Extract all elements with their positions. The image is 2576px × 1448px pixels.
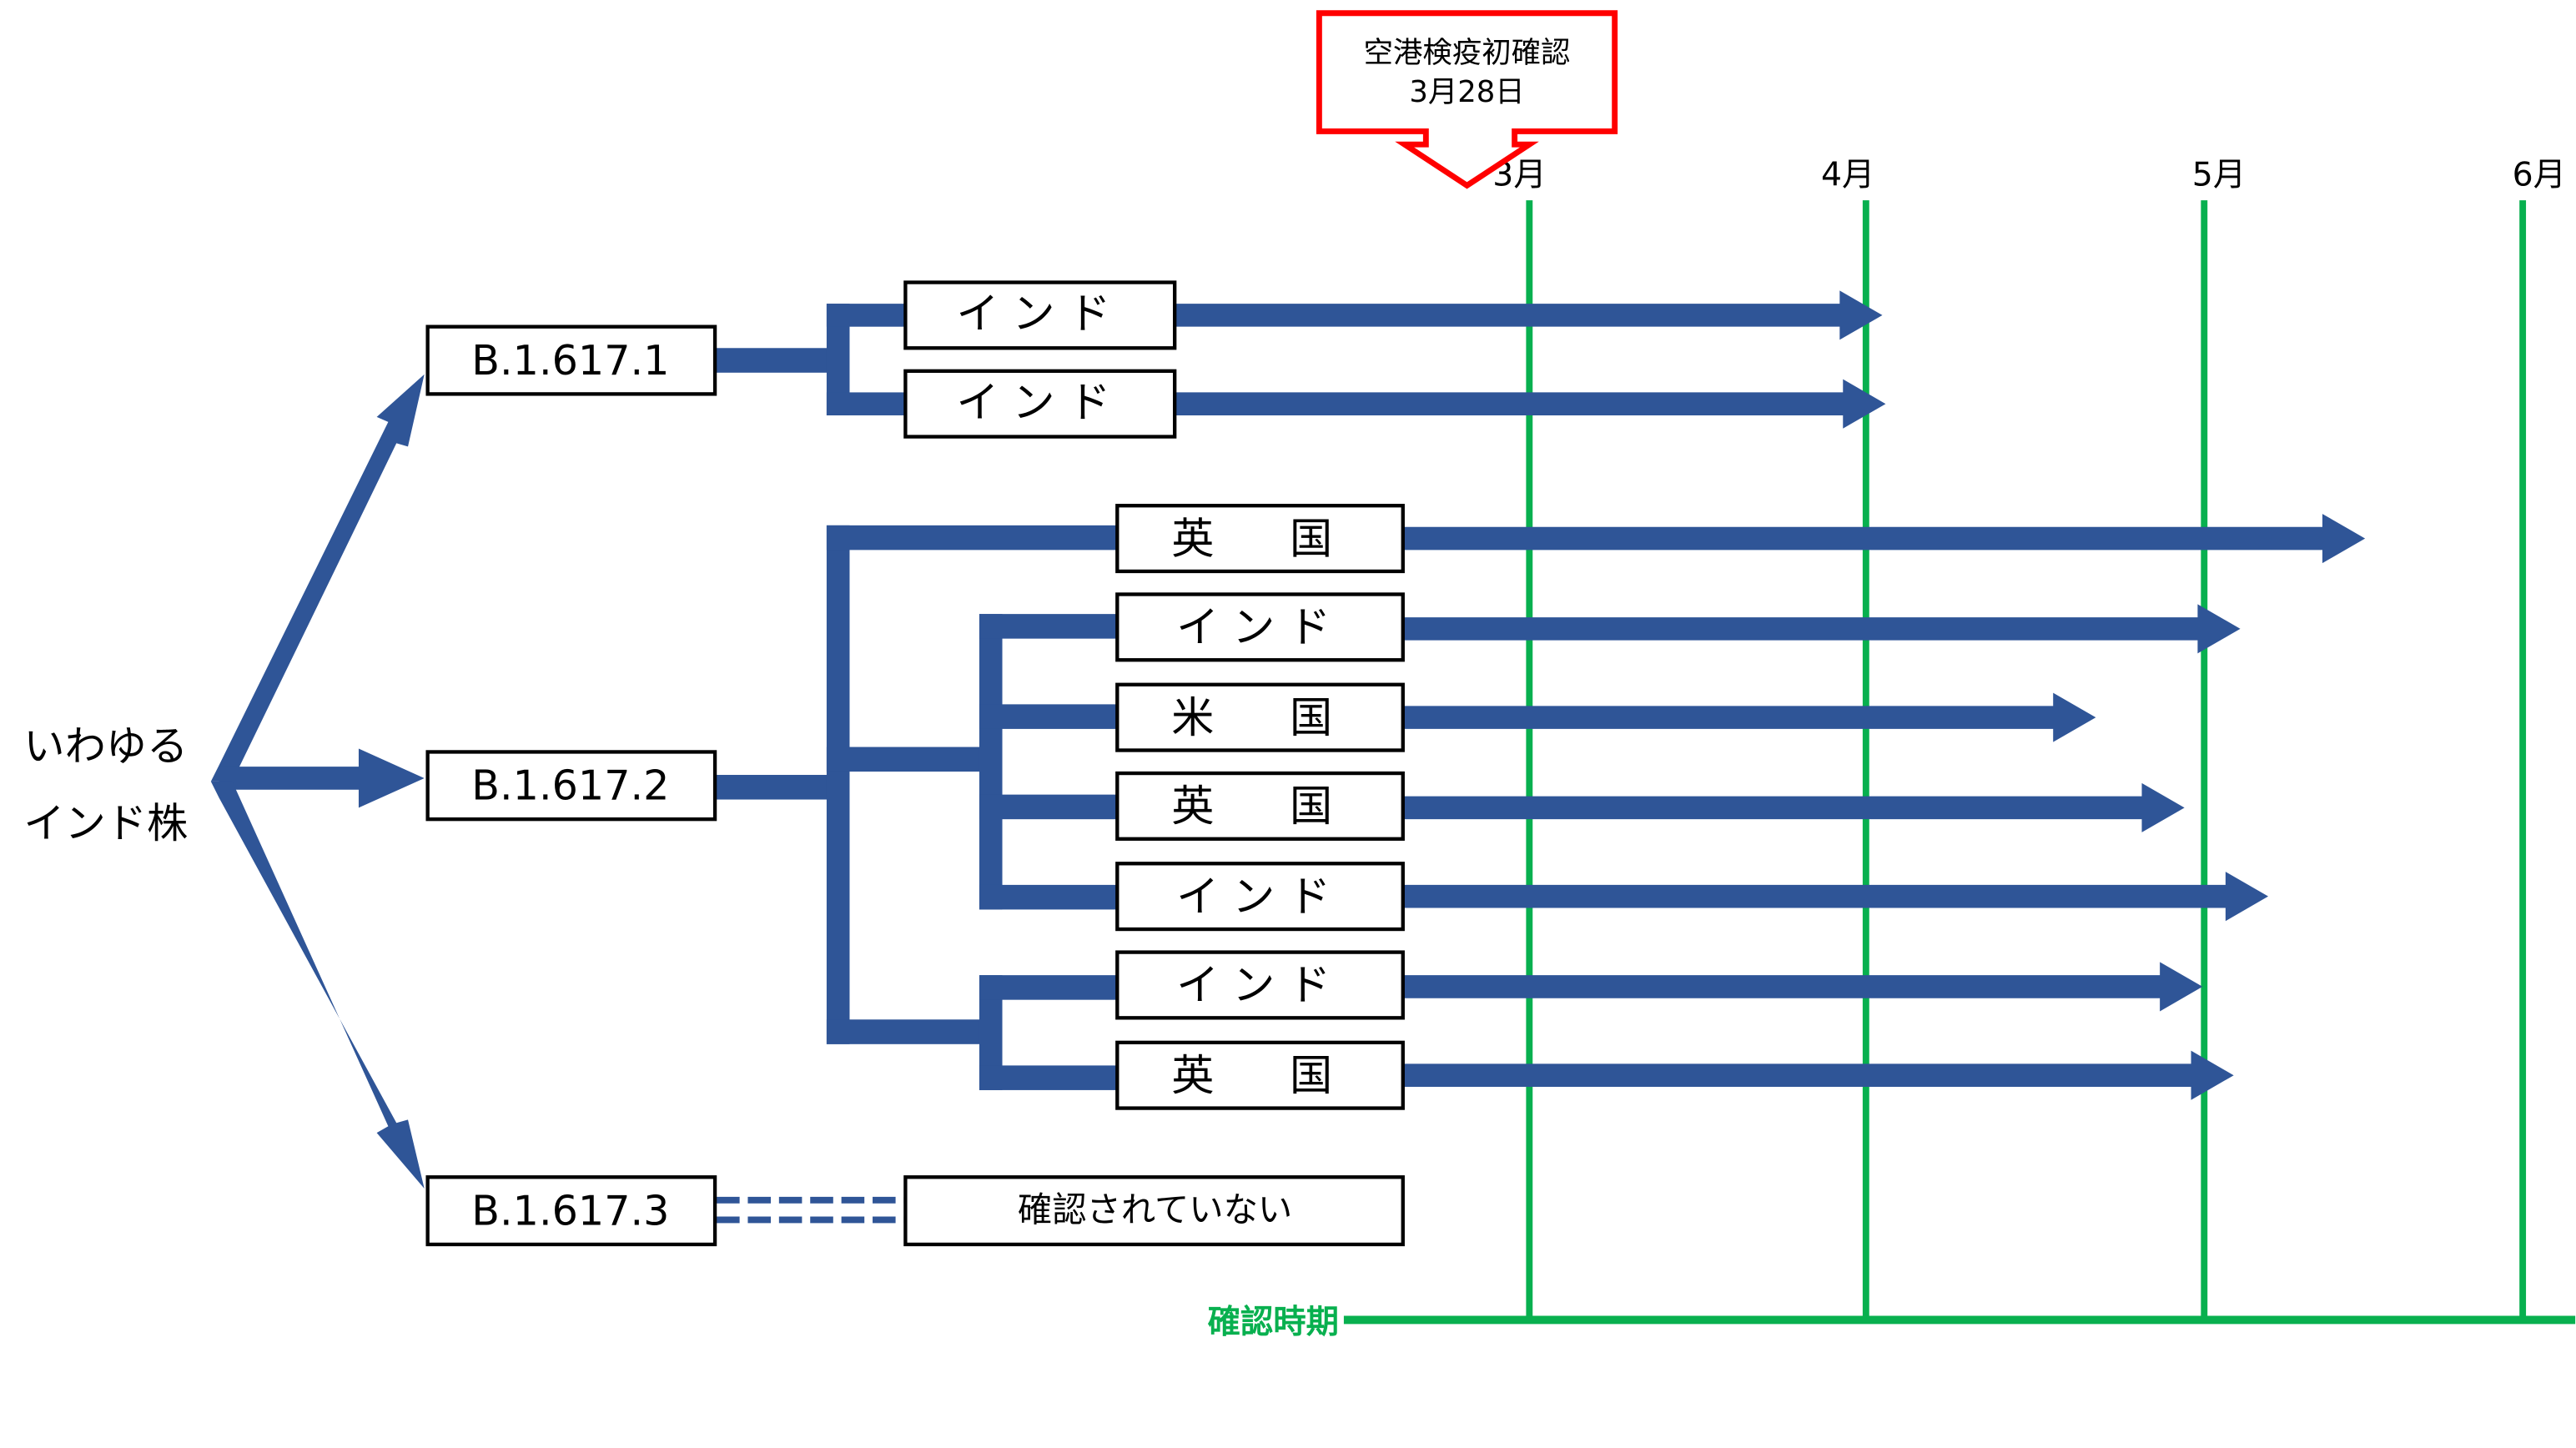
b1-connectors — [715, 304, 909, 415]
country-box: インド — [1115, 592, 1405, 662]
callout-date: 3月28日 — [1409, 75, 1524, 109]
lineage-b3: B.1.617.3 — [425, 1175, 717, 1247]
timeline-arrow-3 — [1402, 514, 2366, 564]
branch-arrow-b1 — [210, 374, 425, 782]
timeline-axis-label: 確認時期 — [1208, 1303, 1339, 1341]
country-label: 英 国 — [1171, 782, 1349, 832]
lineage-b1: B.1.617.1 — [425, 324, 717, 396]
month-label-5: 5月 — [2192, 155, 2246, 194]
country-box: インド — [903, 280, 1177, 350]
branch-arrow-b2 — [219, 748, 425, 808]
timeline-arrows — [1175, 290, 2366, 1100]
b3-dashed-connector — [717, 1196, 908, 1224]
airport-quarantine-callout: 空港検疫初確認 3月28日 — [1316, 10, 1618, 189]
country-label: インド — [1176, 604, 1344, 653]
b2-connectors — [715, 525, 1123, 1090]
branch-arrow-b3 — [210, 781, 425, 1189]
country-label: 英 国 — [1171, 515, 1349, 564]
month-label-4: 4月 — [1821, 155, 1874, 194]
country-box: 英 国 — [1115, 1040, 1405, 1110]
timeline-arrow-8 — [1402, 962, 2203, 1012]
not-confirmed-label: 確認されていない — [1018, 1189, 1292, 1229]
timeline: 確認時期 3月 4月 5月 6月 — [1208, 155, 2576, 1341]
country-label: インド — [956, 290, 1124, 339]
timeline-arrow-5 — [1402, 692, 2096, 742]
country-label: 米 国 — [1171, 694, 1349, 743]
country-box: 英 国 — [1115, 771, 1405, 841]
country-box: インド — [1115, 950, 1405, 1020]
not-confirmed-box: 確認されていない — [903, 1175, 1405, 1247]
timeline-arrow-2 — [1175, 379, 1886, 429]
timeline-arrow-1 — [1175, 290, 1883, 340]
country-label: 英 国 — [1171, 1052, 1349, 1101]
timeline-arrow-7 — [1402, 872, 2269, 922]
country-box: インド — [1115, 862, 1405, 932]
country-box: 英 国 — [1115, 504, 1405, 574]
timeline-arrow-9 — [1402, 1050, 2234, 1100]
lineage-b2: B.1.617.2 — [425, 750, 717, 822]
lineage-label: B.1.617.3 — [471, 1186, 669, 1234]
timeline-arrow-6 — [1402, 782, 2185, 832]
country-label: インド — [1176, 872, 1344, 922]
callout-title: 空港検疫初確認 — [1364, 36, 1571, 70]
root-branches — [210, 374, 425, 1189]
callout-shape — [1316, 10, 1618, 189]
month-label-6: 6月 — [2513, 155, 2566, 194]
lineage-label: B.1.617.2 — [471, 762, 669, 810]
country-box: 米 国 — [1115, 682, 1405, 752]
timeline-arrow-4 — [1402, 604, 2241, 654]
root-label-line1: いわゆる — [23, 721, 188, 770]
lineage-label: B.1.617.1 — [471, 336, 669, 385]
country-label: インド — [1176, 962, 1344, 1011]
root-label-line2: インド株 — [23, 799, 188, 847]
country-label: インド — [956, 379, 1124, 428]
country-box: インド — [903, 369, 1177, 439]
